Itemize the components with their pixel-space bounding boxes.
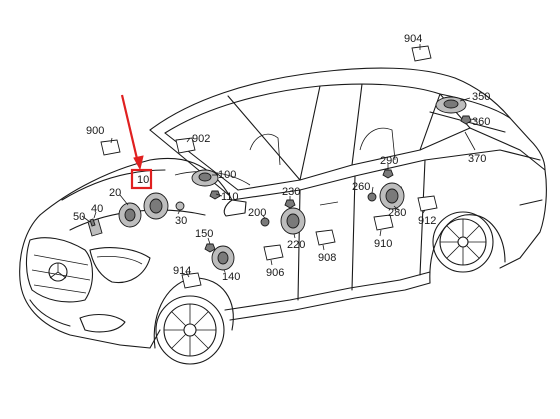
callout-labels: 904 350 360 370 900 902 100 110 10 20 30… — [73, 33, 490, 283]
callout-220: 220 — [287, 239, 305, 251]
tag-912 — [417, 195, 438, 212]
highlight-box — [130, 168, 153, 190]
speaker-20 — [118, 202, 142, 228]
tag-906 — [263, 244, 284, 261]
speaker-350 — [435, 96, 467, 114]
clip-30 — [175, 201, 185, 211]
callout-20: 20 — [109, 187, 121, 199]
highlight-arrow-shaft — [120, 94, 140, 164]
speaker-280 — [379, 182, 405, 210]
speaker-100 — [191, 169, 219, 187]
clip-150 — [204, 243, 216, 253]
clip-290 — [382, 169, 394, 179]
callout-10: 10 — [137, 174, 149, 186]
callout-914: 914 — [173, 265, 191, 277]
callout-360: 360 — [472, 116, 490, 128]
callout-200: 200 — [248, 207, 266, 219]
callout-280: 280 — [388, 207, 406, 219]
speaker-parts — [87, 45, 472, 289]
callout-908: 908 — [318, 252, 336, 264]
callout-260: 260 — [352, 181, 370, 193]
callout-900: 900 — [86, 125, 104, 137]
speaker-10 — [143, 192, 169, 220]
callout-100: 100 — [218, 169, 236, 181]
callout-40: 40 — [91, 203, 103, 215]
clip-360 — [460, 115, 472, 125]
clip-230 — [284, 199, 296, 209]
callout-906: 906 — [266, 267, 284, 279]
callout-912: 912 — [418, 215, 436, 227]
callout-30: 30 — [175, 215, 187, 227]
callout-370: 370 — [468, 153, 486, 165]
clip-200 — [260, 217, 270, 227]
callout-290: 290 — [380, 155, 398, 167]
callout-50: 50 — [73, 211, 85, 223]
highlight-marker — [120, 94, 153, 190]
tag-914 — [181, 272, 202, 289]
rear-wheel-spokes — [440, 219, 486, 265]
tag-904 — [411, 45, 432, 62]
tag-900 — [100, 139, 121, 156]
callout-902: 902 — [192, 133, 210, 145]
tag-908 — [315, 229, 336, 246]
callout-350: 350 — [472, 91, 490, 103]
callout-150: 150 — [195, 228, 213, 240]
tag-902 — [175, 137, 196, 154]
tag-910 — [373, 214, 394, 231]
part-50 — [89, 218, 96, 227]
leader-lines — [81, 44, 478, 278]
callout-230: 230 — [282, 186, 300, 198]
highlight-arrow-head — [133, 155, 144, 171]
callout-904: 904 — [404, 33, 422, 45]
clip-260 — [367, 192, 377, 202]
speaker-220 — [280, 207, 306, 235]
callout-110: 110 — [221, 191, 239, 203]
clip-110 — [209, 190, 221, 200]
front-wheel-spokes — [164, 304, 216, 356]
speaker-140 — [211, 245, 235, 271]
callout-910: 910 — [374, 238, 392, 250]
callout-140: 140 — [222, 271, 240, 283]
